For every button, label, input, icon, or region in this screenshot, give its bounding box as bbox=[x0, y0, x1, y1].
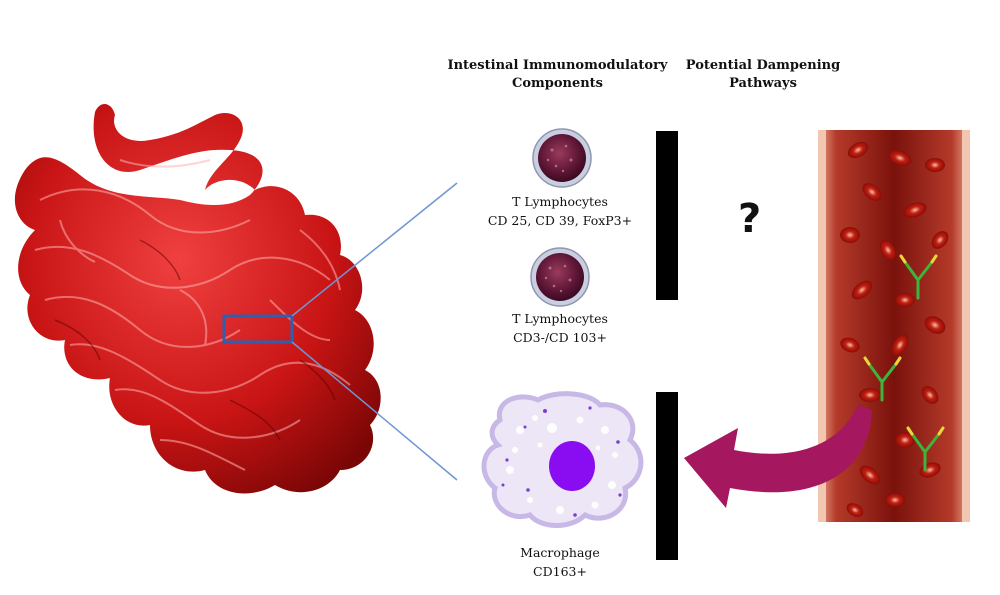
cell-name: T Lymphocytes bbox=[512, 194, 608, 209]
macrophage-icon bbox=[481, 391, 644, 528]
header-pathways-line1: Potential Dampening bbox=[685, 58, 841, 73]
cell-markers: CD 25, CD 39, FoxP3+ bbox=[487, 213, 633, 228]
cell-name: T Lymphocytes bbox=[512, 311, 608, 326]
intestine-illustration bbox=[14, 104, 381, 494]
t-lymphocyte-icon bbox=[532, 128, 592, 188]
header-pathways-line2: Pathways bbox=[729, 76, 797, 91]
zoom-line-top bbox=[291, 182, 458, 317]
curved-arrow-icon bbox=[684, 405, 872, 508]
t-lymphocyte-label-2: T Lymphocytes CD3-/CD 103+ bbox=[470, 309, 650, 347]
t-lymphocyte-icon bbox=[530, 247, 590, 307]
t-lymphocyte-label-1: T Lymphocytes CD 25, CD 39, FoxP3+ bbox=[470, 192, 650, 230]
header-pathways: Potential Dampening Pathways bbox=[678, 57, 848, 93]
header-components-line1: Intestinal Immunomodulatory bbox=[447, 58, 668, 73]
question-mark: ? bbox=[738, 196, 762, 242]
barrier-bar-bottom bbox=[656, 392, 678, 560]
header-components-line2: Components bbox=[511, 76, 604, 91]
header-components: Intestinal Immunomodulatory Components bbox=[440, 57, 675, 93]
zoom-line-bottom bbox=[291, 341, 458, 481]
barrier-bar-top bbox=[656, 131, 678, 300]
cell-markers: CD3-/CD 103+ bbox=[513, 330, 607, 345]
highlight-box bbox=[222, 314, 294, 344]
macrophage-label: Macrophage CD163+ bbox=[470, 543, 650, 581]
cell-markers: CD163+ bbox=[533, 564, 587, 579]
blood-vessel-illustration bbox=[818, 130, 970, 522]
cell-name: Macrophage bbox=[520, 545, 600, 560]
